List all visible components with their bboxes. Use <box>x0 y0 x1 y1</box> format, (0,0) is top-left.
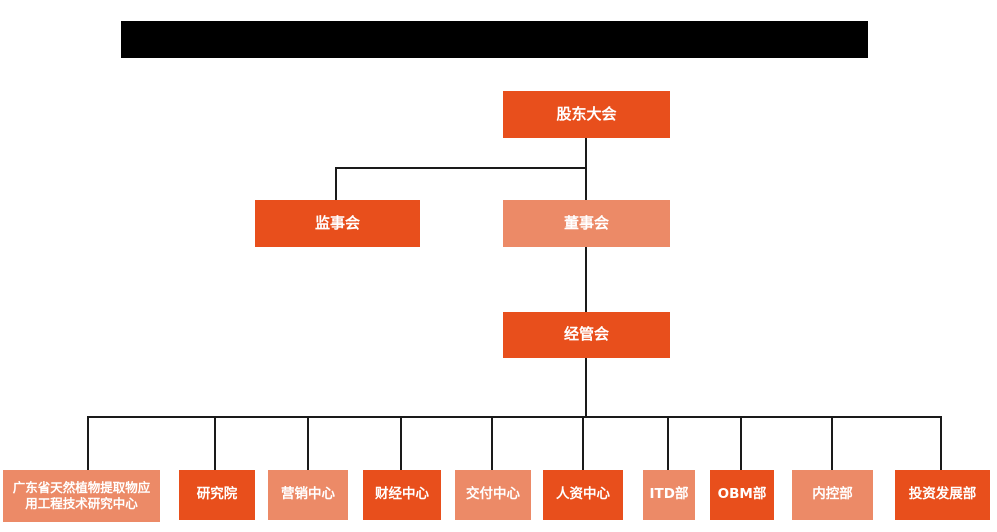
connector-drop-delivery-center <box>491 416 493 470</box>
connector-supervisory-drop <box>335 167 337 200</box>
org-node-label: 财经中心 <box>375 486 429 503</box>
org-node-label: 投资发展部 <box>908 486 977 503</box>
connector-board-to-management <box>585 247 587 312</box>
org-node-label: 董事会 <box>563 213 609 232</box>
connector-shareholders-down <box>585 138 587 200</box>
connector-drop-hr-center <box>582 416 584 470</box>
connector-drop-obm-dept <box>740 416 742 470</box>
org-node-label: OBM部 <box>717 486 767 503</box>
connector-drop-research-center <box>87 416 89 470</box>
connector-drop-finance-center <box>400 416 402 470</box>
connector-drop-internal-control-dept <box>831 416 833 470</box>
org-node-label: 监事会 <box>314 213 360 232</box>
org-node-investment-dev-dept: 投资发展部 <box>895 470 990 520</box>
org-node-label: 研究院 <box>196 486 238 503</box>
org-node-supervisory-board: 监事会 <box>255 200 420 247</box>
org-node-label: ITD部 <box>649 486 689 503</box>
org-node-label: 内控部 <box>812 486 853 503</box>
org-node-label: 营销中心 <box>281 486 335 503</box>
org-node-board-of-directors: 董事会 <box>503 200 670 247</box>
org-node-label: 人资中心 <box>556 486 610 503</box>
connector-drop-marketing-center <box>307 416 309 470</box>
org-node-obm-dept: OBM部 <box>710 470 774 520</box>
redacted-title-bar <box>121 21 868 58</box>
org-node-itd-dept: ITD部 <box>643 470 695 520</box>
org-node-label: 经管会 <box>563 325 609 344</box>
connector-drop-itd-dept <box>667 416 669 470</box>
org-node-research-center: 广东省天然植物提取物应用工程技术研究中心 <box>3 470 160 522</box>
org-node-delivery-center: 交付中心 <box>455 470 531 520</box>
org-node-shareholders-meeting: 股东大会 <box>503 91 670 138</box>
org-node-research-institute: 研究院 <box>179 470 255 520</box>
org-node-label: 交付中心 <box>466 486 520 503</box>
connector-drop-investment-dev-dept <box>940 416 942 470</box>
org-node-marketing-center: 营销中心 <box>268 470 348 520</box>
connector-drop-research-institute <box>214 416 216 470</box>
connector-management-down <box>585 358 587 417</box>
org-node-hr-center: 人资中心 <box>543 470 623 520</box>
org-node-label: 广东省天然植物提取物应用工程技术研究中心 <box>12 479 151 511</box>
connector-level2-horizontal <box>335 167 587 169</box>
connector-level4-horizontal <box>87 416 942 418</box>
org-node-internal-control-dept: 内控部 <box>792 470 873 520</box>
org-node-management-committee: 经管会 <box>503 312 670 358</box>
org-node-finance-center: 财经中心 <box>363 470 441 520</box>
org-node-label: 股东大会 <box>556 104 617 123</box>
